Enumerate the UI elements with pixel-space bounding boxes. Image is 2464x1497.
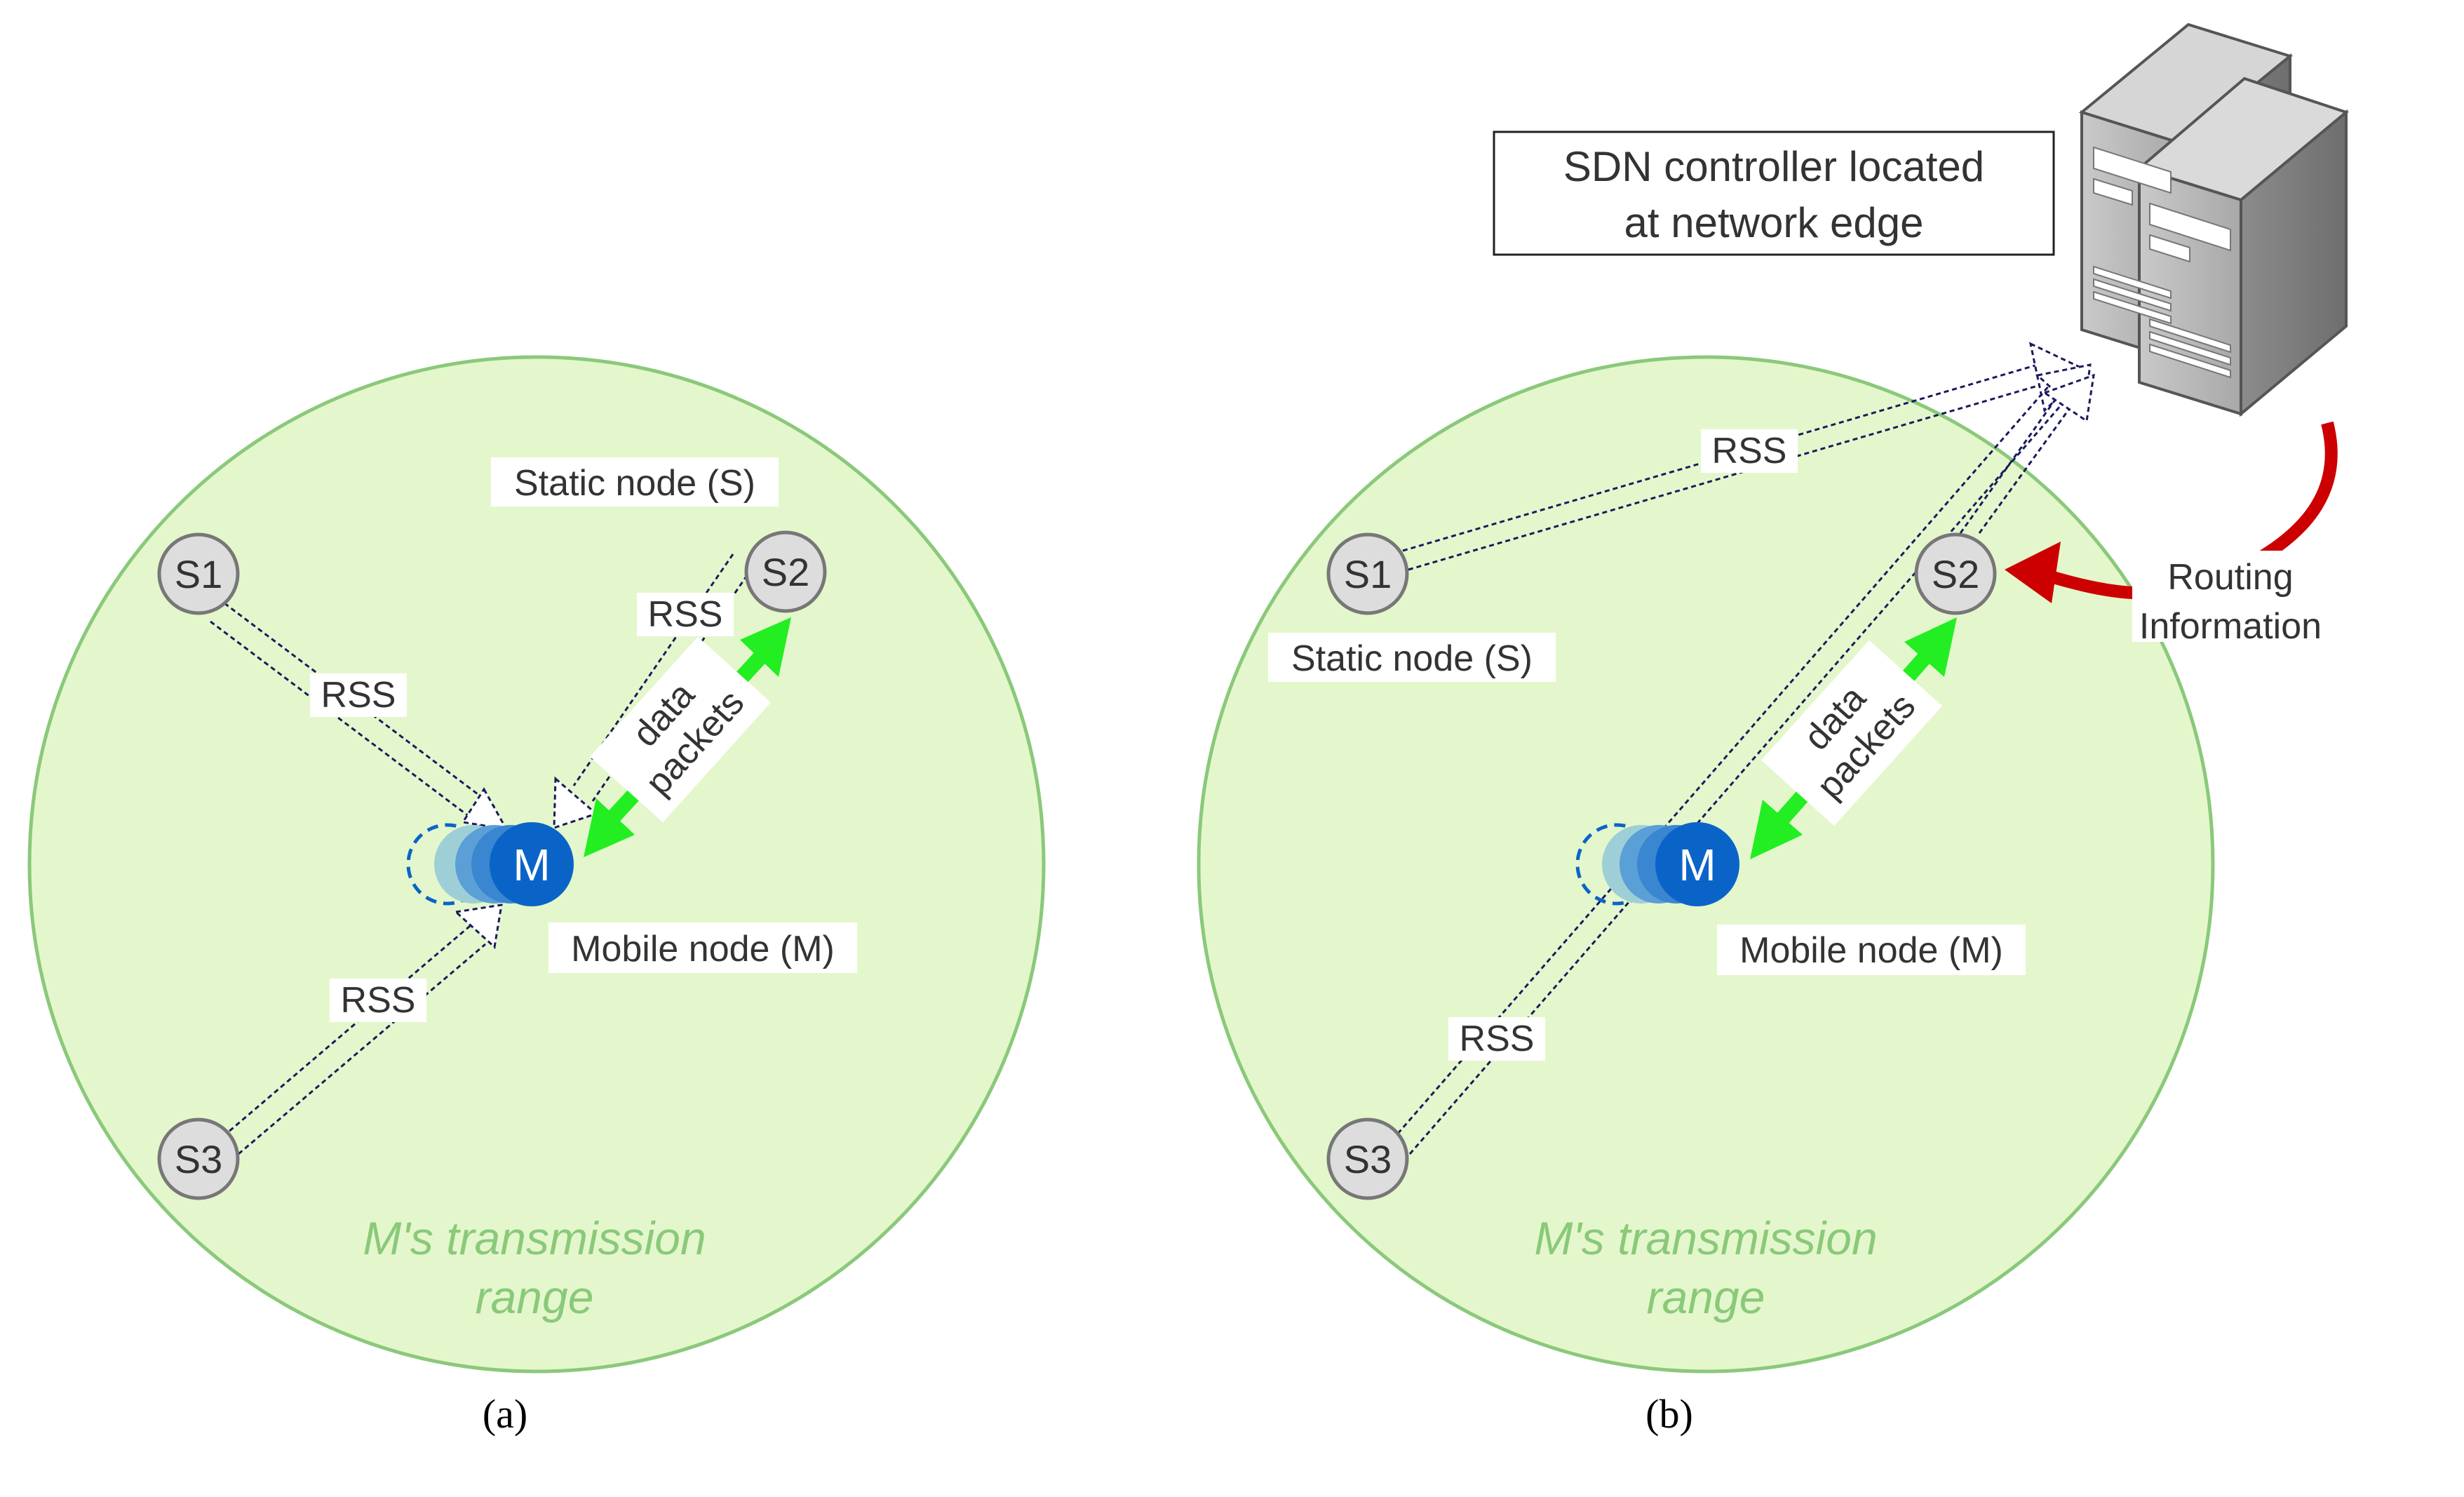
rss-arrow-s3-a [222,904,503,1155]
svg-text:S3: S3 [1344,1137,1392,1181]
routing-line1: Routing [2167,557,2293,598]
rss-label-bottom-b: RSS [1460,1019,1535,1059]
mobile-node-label-b: Mobile node (M) [1739,930,2003,971]
controller-line1: SDN controller located [1563,143,1984,190]
node-s1-b: S1 [1326,532,1409,615]
rss-label-s3-a: RSS [341,980,416,1021]
svg-text:S3: S3 [175,1137,223,1181]
range-line1-b: M's transmission [1534,1212,1877,1264]
mobile-node-a: M [406,822,574,906]
static-node-label-b: Static node (S) [1291,638,1533,679]
mobile-node-letter-a: M [513,840,550,890]
range-line2-b: range [1647,1271,1765,1323]
rss-label-s1-a: RSS [321,675,396,716]
mobile-node-letter-b: M [1678,840,1716,890]
mobile-node-b: M [1575,822,1739,906]
node-s2-a: S2 [744,530,827,613]
server-icon [2078,22,2350,417]
controller-line2: at network edge [1624,199,1924,246]
svg-text:S1: S1 [1344,552,1392,596]
sdn-controller-label-box: SDN controller located at network edge [1493,130,2055,256]
routing-line2: Information [2139,606,2322,647]
caption-b: (b) [1645,1391,1693,1437]
node-s3-a: S3 [157,1117,240,1200]
range-line1-a: M's transmission [363,1212,706,1264]
rss-label-s2-a: RSS [648,594,723,635]
rss-arrow-s2-b [1959,373,2095,534]
rss-label-top-b: RSS [1712,431,1787,471]
range-line2-a: range [476,1271,594,1323]
svg-text:S1: S1 [175,552,223,596]
node-s1-a: S1 [157,532,240,615]
static-node-label-a: Static node (S) [514,463,755,504]
node-s3-b: S3 [1326,1117,1409,1200]
svg-text:S2: S2 [1932,552,1980,596]
node-s2-b: S2 [1914,532,1997,615]
mobile-node-label-a: Mobile node (M) [571,929,835,969]
svg-text:S2: S2 [762,550,810,594]
panel-b: data packets RSS RSS S1 S2 S3 Static nod… [1197,22,2350,1437]
panel-a: data packets RSS RSS RSS Static node (S)… [27,355,1046,1437]
caption-a: (a) [483,1391,527,1437]
